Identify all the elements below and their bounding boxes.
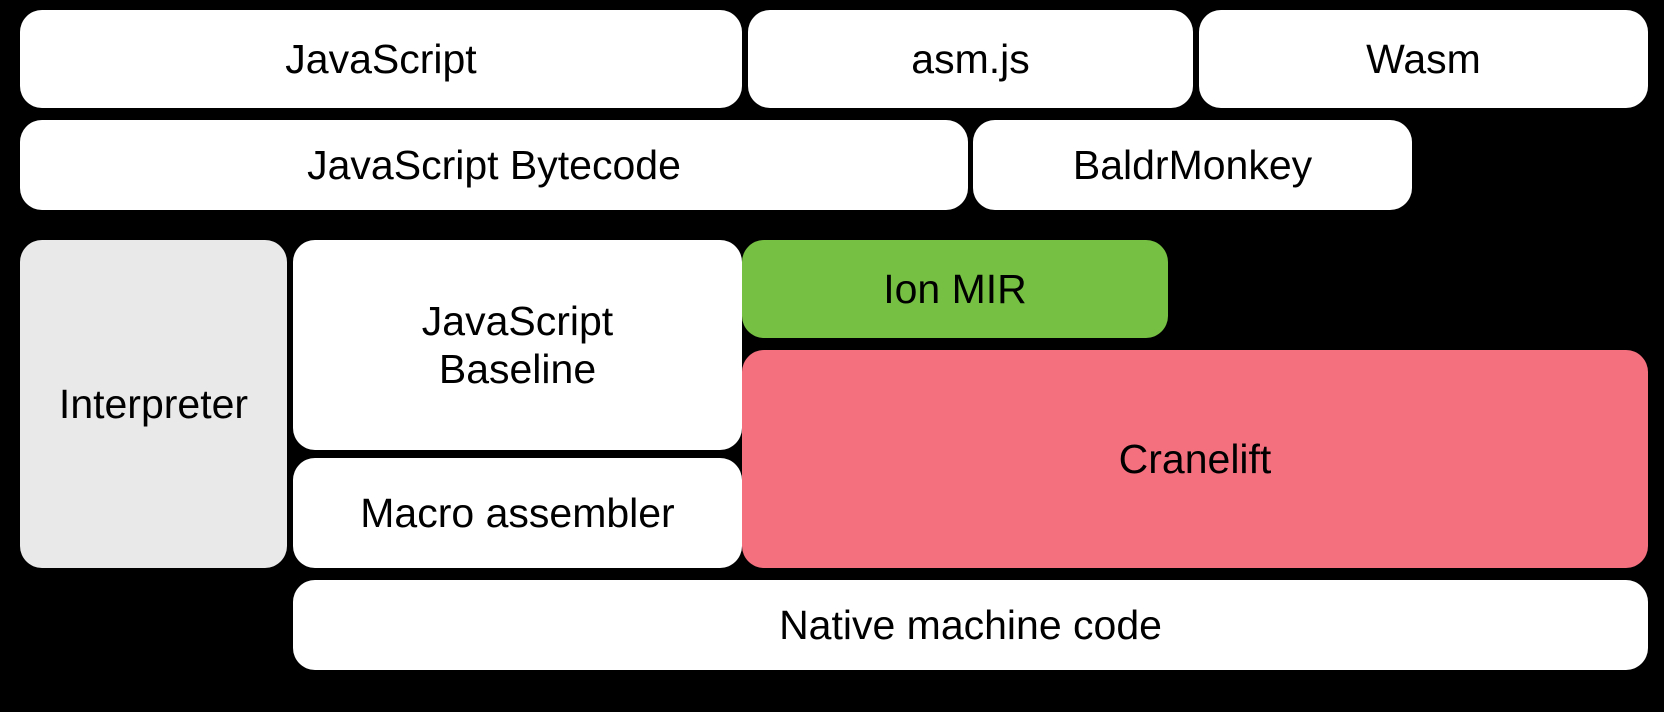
node-macro-assembler: Macro assembler: [293, 458, 742, 568]
node-javascript-baseline: JavaScript Baseline: [293, 240, 742, 450]
node-javascript-bytecode: JavaScript Bytecode: [20, 120, 968, 210]
node-ion-mir: Ion MIR: [742, 240, 1168, 338]
node-native-machine-code: Native machine code: [293, 580, 1648, 670]
node-baldrmonkey: BaldrMonkey: [973, 120, 1412, 210]
node-asm-js: asm.js: [748, 10, 1193, 108]
node-wasm: Wasm: [1199, 10, 1648, 108]
node-javascript: JavaScript: [20, 10, 742, 108]
node-interpreter: Interpreter: [20, 240, 287, 568]
node-cranelift: Cranelift: [742, 350, 1648, 568]
